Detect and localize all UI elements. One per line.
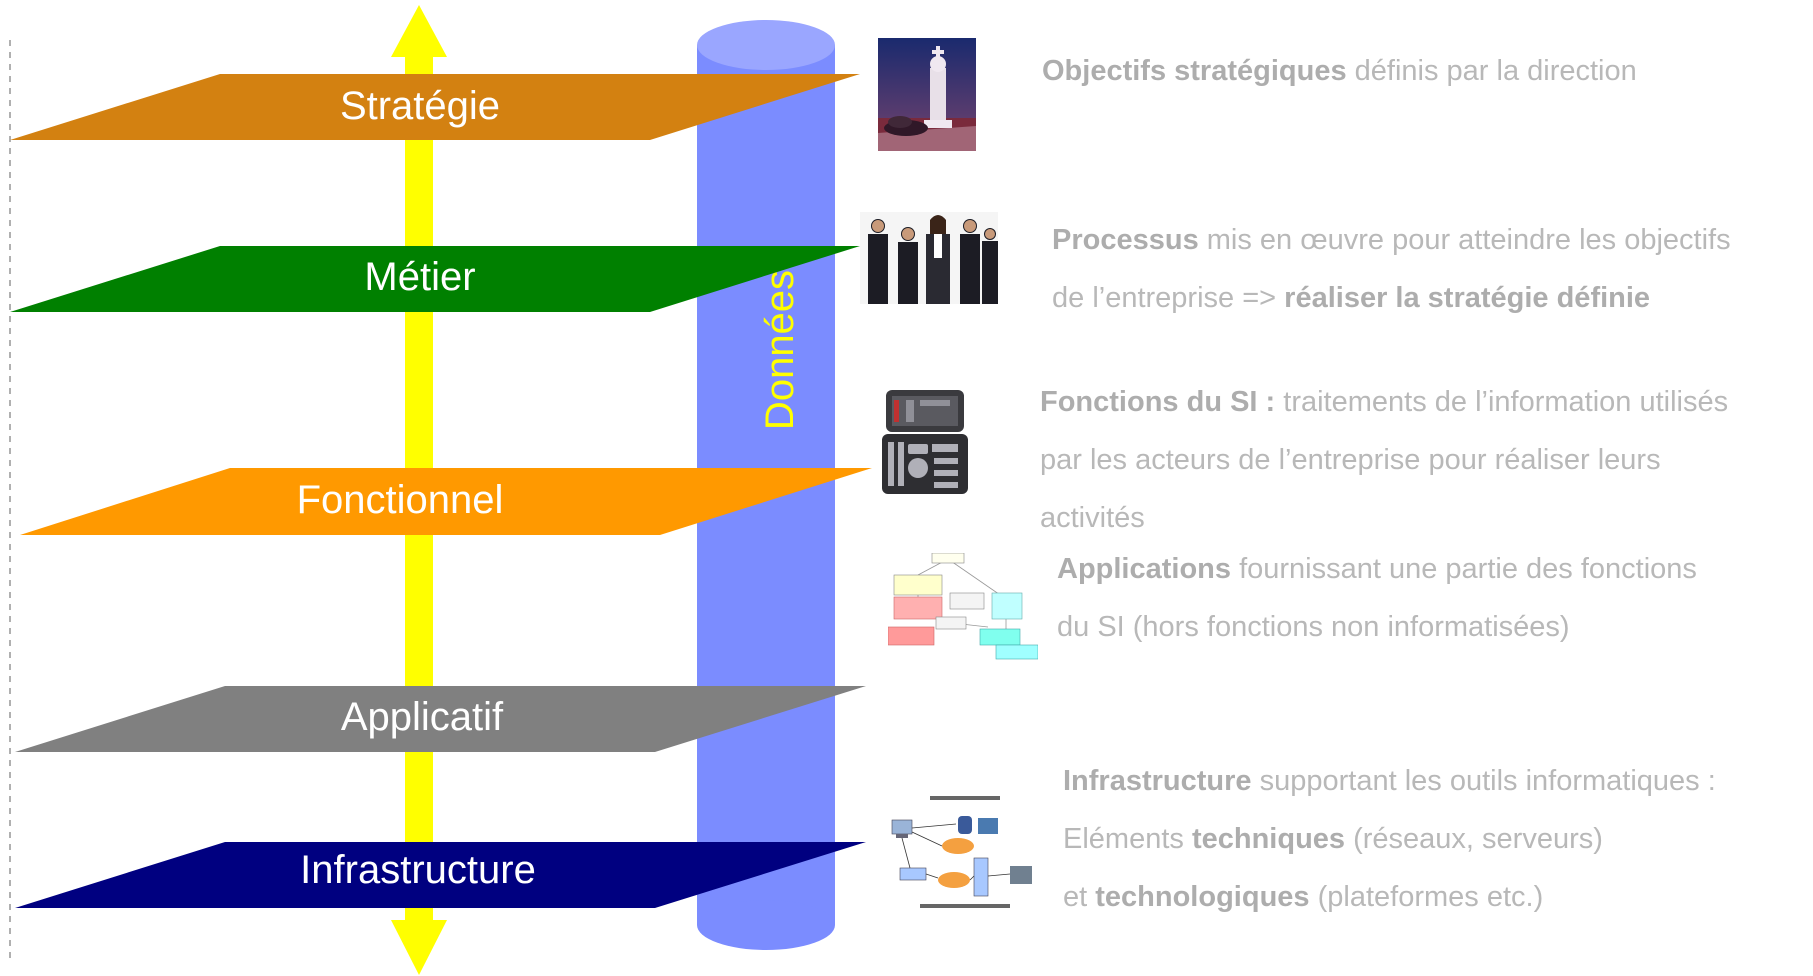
layer-metier: Métier — [10, 246, 860, 312]
desc-fonctionnel: Fonctions du SI : traitements de l’infor… — [1040, 373, 1728, 547]
desc-infrastructure-bold3: technologiques — [1095, 881, 1310, 913]
desc-applicatif-text1: fournissant une partie des fonctions — [1231, 553, 1697, 585]
layer-metier-band — [10, 246, 860, 312]
arrow-head-up — [391, 5, 447, 57]
layer-fonctionnel: Fonctionnel — [20, 468, 872, 535]
business-people-icon — [860, 212, 998, 304]
desc-metier-text1: mis en œuvre pour atteindre les objectif… — [1198, 224, 1731, 256]
desc-applicatif-line1: Applications fournissant une partie des … — [1057, 540, 1697, 598]
desc-strategie-line1: Objectifs stratégiques définis par la di… — [1042, 42, 1637, 100]
desc-fonctionnel-line1: Fonctions du SI : traitements de l’infor… — [1040, 373, 1728, 431]
layer-fonctionnel-band — [20, 468, 872, 535]
desc-applicatif: Applications fournissant une partie des … — [1057, 540, 1697, 656]
desc-metier-text2: de l’entreprise => — [1052, 282, 1285, 314]
layer-applicatif-label: Applicatif — [341, 695, 504, 739]
desc-infrastructure-text2a: Eléments — [1063, 823, 1192, 855]
layer-applicatif: Applicatif — [15, 686, 866, 752]
desc-infrastructure-text3a: et — [1063, 881, 1096, 913]
desc-infrastructure-text1: supportant les outils informatiques : — [1251, 765, 1716, 797]
layer-infrastructure-label: Infrastructure — [300, 848, 536, 892]
desc-fonctionnel-line2: par les acteurs de l’entreprise pour réa… — [1040, 444, 1661, 476]
desc-infrastructure-line2: Eléments techniques (réseaux, serveurs) — [1063, 810, 1716, 868]
desc-infrastructure: Infrastructure supportant les outils inf… — [1063, 752, 1716, 926]
layer-strategie: Stratégie — [10, 74, 860, 140]
desc-metier-line2: de l’entreprise => réaliser la stratégie… — [1052, 269, 1731, 327]
desc-metier-bold2: réaliser la stratégie définie — [1284, 282, 1651, 314]
layer-metier-label: Métier — [364, 255, 475, 299]
desc-infrastructure-line3: et technologiques (plateformes etc.) — [1063, 868, 1716, 926]
arrow-head-down — [391, 920, 447, 975]
desc-strategie-text: définis par la direction — [1346, 55, 1637, 87]
desc-metier: Processus mis en œuvre pour atteindre le… — [1052, 211, 1731, 327]
desc-infrastructure-bold2: techniques — [1191, 823, 1346, 855]
layer-fonctionnel-label: Fonctionnel — [297, 478, 504, 522]
desc-metier-line1: Processus mis en œuvre pour atteindre le… — [1052, 211, 1731, 269]
data-column-bottom — [697, 900, 835, 950]
desc-applicatif-bold1: Applications — [1057, 553, 1232, 585]
desc-strategie-bold: Objectifs stratégiques — [1042, 55, 1347, 87]
desc-fonctionnel-line3: activités — [1040, 502, 1145, 534]
desc-metier-bold1: Processus — [1052, 224, 1199, 256]
layer-infrastructure: Infrastructure — [15, 842, 866, 908]
desc-fonctionnel-text1: traitements de l’information utilisés — [1283, 386, 1729, 418]
data-column-top — [697, 20, 835, 70]
desc-infrastructure-line1: Infrastructure supportant les outils inf… — [1063, 752, 1716, 810]
desc-applicatif-line2: du SI (hors fonctions non informatisées) — [1057, 611, 1570, 643]
toolbox-icon — [876, 388, 974, 501]
desc-infrastructure-text2b: (réseaux, serveurs) — [1345, 823, 1603, 855]
desc-strategie: Objectifs stratégiques définis par la di… — [1042, 42, 1637, 100]
desc-infrastructure-text3b: (plateformes etc.) — [1309, 881, 1544, 913]
data-column-label: Données — [758, 270, 802, 430]
desc-infrastructure-bold1: Infrastructure — [1063, 765, 1252, 797]
chess-icon — [878, 38, 976, 151]
network-diagram-icon — [890, 796, 1040, 914]
layer-strategie-band — [10, 74, 860, 140]
layer-applicatif-band — [15, 686, 866, 752]
uml-diagram-icon — [888, 553, 1038, 661]
layer-infrastructure-band — [15, 842, 866, 908]
layer-strategie-label: Stratégie — [340, 84, 500, 128]
desc-fonctionnel-bold1: Fonctions du SI : — [1040, 386, 1284, 418]
